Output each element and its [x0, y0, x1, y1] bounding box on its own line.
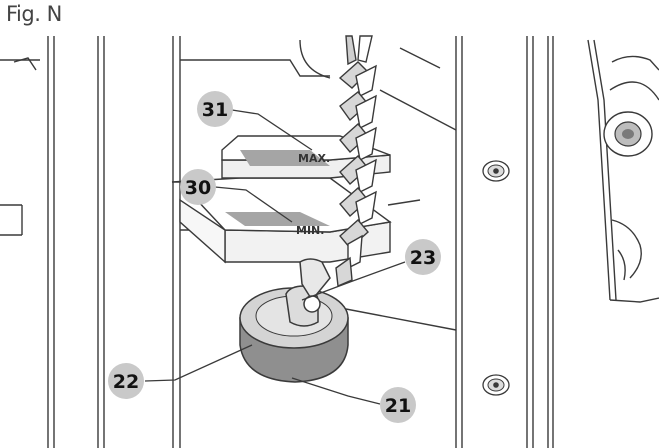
housing-outline [172, 36, 463, 448]
callout-23: 23 [405, 239, 441, 275]
callout-21-label: 21 [385, 395, 411, 417]
callout-30-label: 30 [185, 177, 211, 199]
callout-23-label: 23 [410, 247, 436, 269]
callout-31: 31 [197, 91, 233, 127]
screw-bottom [482, 374, 510, 396]
min-marking: MIN. [296, 224, 324, 237]
max-marking: MAX. [298, 152, 330, 165]
callout-22-label: 22 [113, 371, 139, 393]
callout-30: 30 [180, 169, 216, 205]
callout-22: 22 [108, 363, 144, 399]
chain [335, 35, 377, 288]
callout-31-label: 31 [202, 99, 228, 121]
figure-label: Fig. N [6, 2, 62, 26]
right-fixture [603, 111, 653, 157]
callout-21: 21 [380, 387, 416, 423]
screw-top [482, 160, 510, 182]
left-frame [0, 36, 105, 448]
right-frame [526, 36, 659, 448]
stopper-plug [239, 258, 349, 383]
leader-lines [144, 109, 406, 405]
